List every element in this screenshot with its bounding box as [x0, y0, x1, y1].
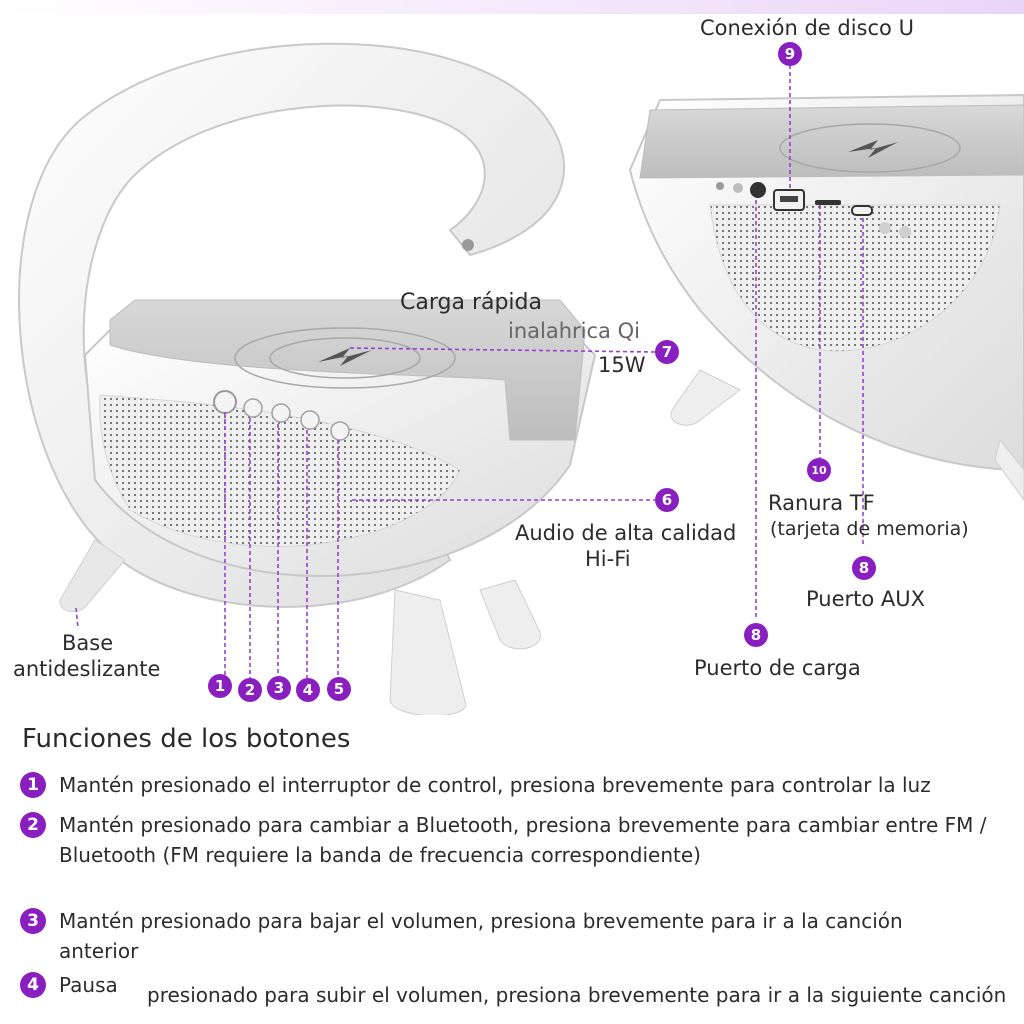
badge-8-aux: 8 — [852, 556, 876, 580]
function-2-number: 2 — [20, 812, 46, 838]
qi-label-line3: 15W — [598, 353, 646, 377]
badge-10: 10 — [807, 458, 831, 482]
power-button — [213, 390, 237, 414]
hifi-label-line1: Audio de alta calidad — [515, 521, 737, 545]
top-gradient-bar — [0, 0, 1024, 14]
ring-shell — [18, 42, 566, 608]
badge-button-2: 2 — [238, 678, 262, 702]
leg-right — [479, 579, 541, 650]
hifi-label-line2: Hi-Fi — [585, 547, 631, 571]
product-illustration — [18, 42, 1024, 715]
badge-button-4: 4 — [296, 678, 320, 702]
charge-label: Puerto de carga — [694, 656, 861, 680]
charge-port — [851, 205, 873, 216]
badge-button-3: 3 — [267, 676, 291, 700]
back-charging-pad — [639, 104, 1024, 179]
qi-label-line2: inalahrica Qi — [508, 319, 640, 343]
function-4-number: 4 — [20, 972, 46, 998]
badge-button-5: 5 — [327, 677, 351, 701]
volume-up-button — [300, 410, 320, 430]
front-device — [18, 42, 597, 715]
base-label-line1: Base — [62, 631, 114, 655]
badge-8-charge: 8 — [744, 623, 768, 647]
tf-slot — [815, 200, 841, 205]
mode-button — [243, 398, 263, 418]
leg-front — [389, 589, 467, 715]
badge-button-1: 1 — [208, 674, 232, 698]
function-2-text: Mantén presionado para cambiar a Bluetoo… — [59, 813, 987, 867]
function-1-text: Mantén presionado el interruptor de cont… — [59, 773, 931, 797]
aux-label: Puerto AUX — [806, 587, 926, 611]
badge-7: 7 — [655, 340, 679, 364]
light-button — [330, 421, 350, 441]
function-3-text: Mantén presionado para bajar el volumen,… — [59, 909, 903, 963]
base-label-line2: antideslizante — [13, 657, 161, 681]
badge-9: 9 — [778, 42, 802, 66]
qi-label-line1: Carga rápida — [400, 290, 542, 315]
back-lightning-icon — [848, 140, 898, 158]
back-device — [628, 93, 1024, 501]
function-4-text: Pausa — [59, 973, 118, 997]
leader-lines — [75, 65, 864, 678]
function-3-number: 3 — [20, 908, 46, 934]
back-speaker-mesh — [709, 204, 1001, 352]
usb-label: Conexión de disco U — [700, 16, 914, 40]
tf-label-line1: Ranura TF — [768, 491, 875, 515]
volume-down-button — [271, 403, 291, 423]
functions-title: Funciones de los botones — [22, 724, 351, 754]
lightning-icon — [318, 348, 372, 366]
leg-left — [59, 539, 126, 613]
function-5-text: presionado para subir el volumen, presio… — [147, 983, 1007, 1007]
ring-sensor — [462, 239, 474, 251]
speaker-mesh — [99, 394, 461, 548]
badge-6: 6 — [655, 488, 679, 512]
aux-port — [750, 182, 766, 198]
tf-label-line2: (tarjeta de memoria) — [770, 518, 969, 540]
function-1-number: 1 — [20, 772, 46, 798]
